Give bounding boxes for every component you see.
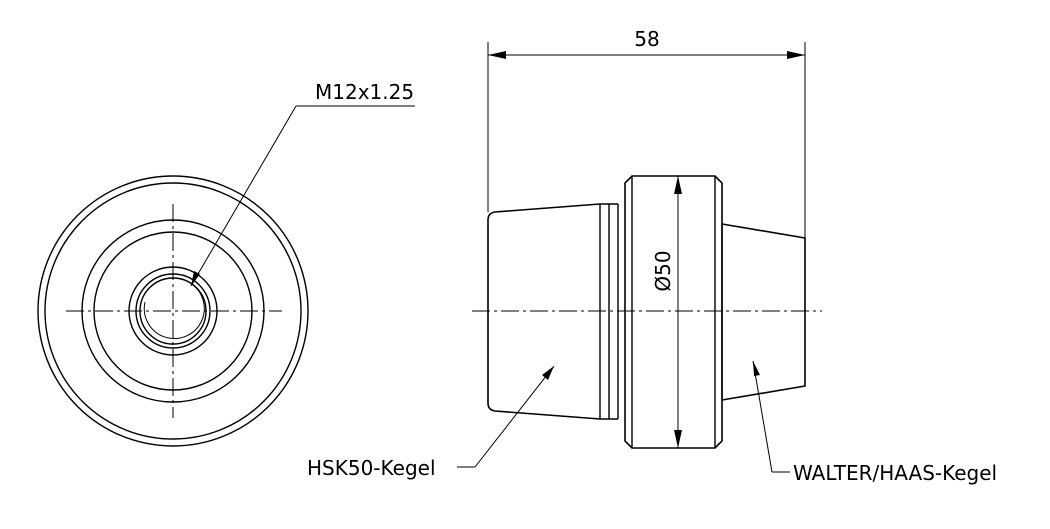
left-cone-label: HSK50-Kegel <box>307 456 436 480</box>
diameter-arrow-top <box>674 176 682 194</box>
side-view <box>472 175 822 449</box>
right-cone-outline <box>721 223 806 401</box>
outer-circle <box>37 175 309 447</box>
length-arrow-left <box>488 51 506 59</box>
left-cone-callout: HSK50-Kegel <box>307 365 555 480</box>
left-cone-leader-arrowhead <box>542 366 554 380</box>
collar-outline <box>624 175 723 449</box>
thread-leader-line <box>190 105 297 287</box>
outer-inner-circle <box>44 182 302 440</box>
diameter-dim-label: Ø50 <box>651 250 675 291</box>
front-view <box>37 175 309 447</box>
right-cone-leader-line <box>752 360 773 473</box>
diameter-arrow-bottom <box>674 430 682 448</box>
length-dim-label: 58 <box>634 27 659 51</box>
diameter-dimension: Ø50 <box>651 176 682 448</box>
length-dimension: 58 <box>487 27 806 238</box>
left-cone-leader-line <box>474 365 555 468</box>
thread-label: M12x1.25 <box>315 80 414 104</box>
right-cone-leader-arrowhead <box>753 361 760 376</box>
thread-leader-arrowhead <box>191 271 200 286</box>
right-cone-callout: WALTER/HAAS-Kegel <box>752 360 997 485</box>
right-cone-label: WALTER/HAAS-Kegel <box>793 461 997 485</box>
thread-minor-arc <box>143 282 205 340</box>
length-arrow-right <box>787 51 805 59</box>
thread-callout: M12x1.25 <box>190 80 415 287</box>
